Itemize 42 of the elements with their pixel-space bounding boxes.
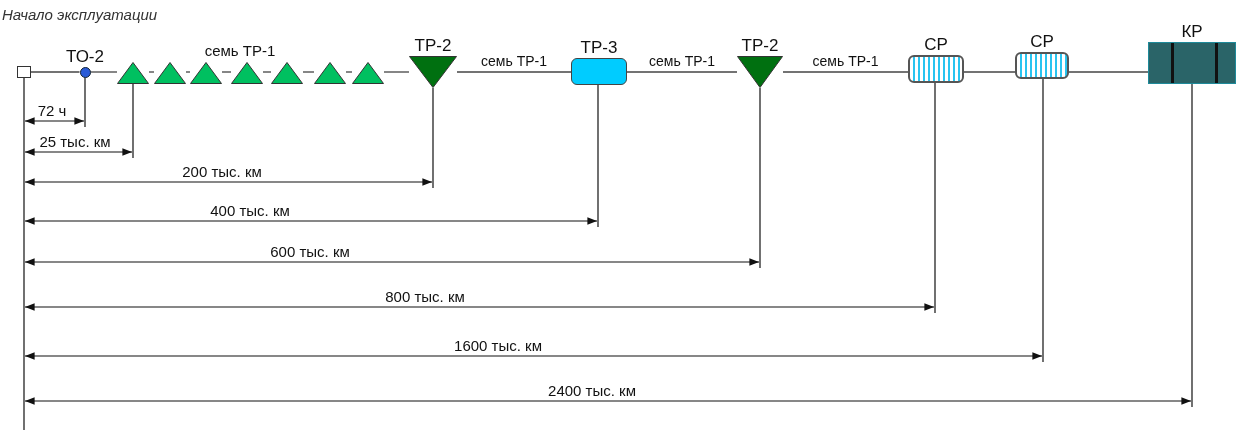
node-label: ТР-3 — [580, 37, 618, 58]
dimension-label: 72 ч — [37, 102, 67, 119]
connector-line — [383, 71, 410, 73]
dimension-label: 200 тыс. км — [182, 163, 262, 180]
dimension-label: 25 тыс. км — [39, 133, 111, 150]
dimension-label: 800 тыс. км — [385, 288, 465, 305]
group-label: семь ТР-1 — [204, 42, 276, 59]
node-label: СР — [1030, 31, 1054, 52]
connector-line — [262, 71, 272, 73]
connector-line — [89, 71, 118, 73]
connector-line — [345, 71, 353, 73]
connector-line — [185, 71, 191, 73]
triangle-marker — [271, 62, 303, 84]
start-square — [17, 66, 31, 78]
connector-line — [30, 71, 81, 73]
triangle-marker — [314, 62, 346, 84]
triangle-marker — [154, 62, 186, 84]
connector-line — [221, 71, 232, 73]
dimension-label: 2400 тыс. км — [548, 382, 636, 399]
triangle-marker — [352, 62, 384, 84]
dimension-label: 400 тыс. км — [210, 202, 290, 219]
connector-line — [302, 71, 315, 73]
edge-label: семь ТР-1 — [480, 53, 548, 69]
dimension-label: 1600 тыс. км — [454, 337, 542, 354]
node-label: СР — [924, 35, 948, 55]
connector-line — [626, 71, 738, 73]
connector-line — [1068, 71, 1149, 73]
triangle-marker — [190, 62, 222, 84]
edge-label: семь ТР-1 — [811, 53, 880, 69]
triangle-marker — [231, 62, 263, 84]
node-label: КР — [1181, 22, 1203, 42]
connector-line — [148, 71, 155, 73]
node-label: ТО-2 — [66, 46, 104, 67]
triangle-marker — [117, 62, 149, 84]
edge-label: семь ТР-1 — [648, 53, 716, 69]
connector-line — [456, 71, 572, 73]
node-label: ТР-2 — [741, 36, 779, 56]
dimension-label: 600 тыс. км — [270, 243, 350, 260]
node-label: ТР-2 — [414, 36, 452, 56]
connector-line — [963, 71, 1016, 73]
connector-line — [782, 71, 909, 73]
caption-text: Начало эксплуатации — [2, 6, 158, 23]
